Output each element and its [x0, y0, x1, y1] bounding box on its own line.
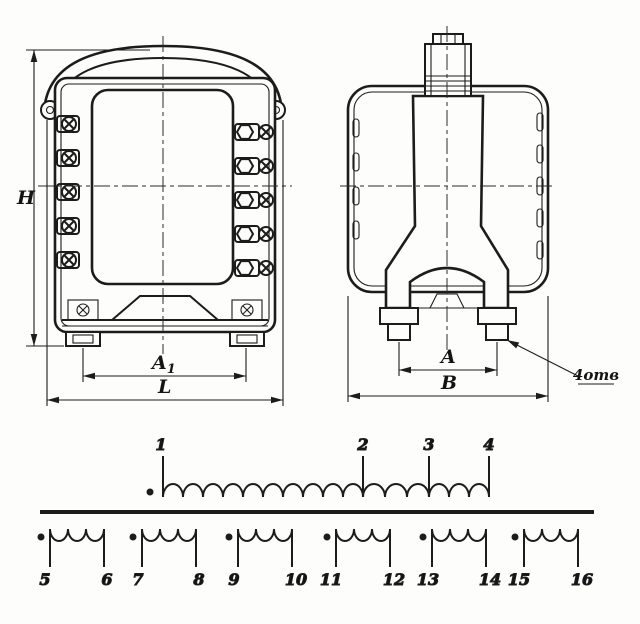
secondary-terminal-label: 16: [571, 570, 593, 589]
strap-eyelet-hole-left: [45, 105, 55, 115]
phase-dot-primary: [146, 488, 154, 496]
secondary-terminal-label: 15: [508, 570, 530, 589]
foot-slot-front-right: [236, 334, 258, 344]
secondary-terminal-label: 11: [320, 570, 342, 589]
dim-A1-label: A1: [150, 352, 176, 377]
dim-B-label: B: [440, 372, 457, 394]
secondary-terminal-label: 9: [228, 570, 239, 589]
clamp-screw-right: [240, 303, 254, 317]
lamination-slots-left: [352, 118, 360, 240]
primary-tap-label: 2: [356, 435, 368, 454]
secondary-terminal-label: 13: [417, 570, 439, 589]
terminal-block-cap: [432, 33, 464, 45]
secondary-winding-1: [37, 528, 105, 567]
secondary-winding-4: [323, 528, 391, 567]
phase-dot: [37, 533, 45, 541]
secondary-terminal-label: 14: [479, 570, 501, 589]
foot-side-left: [379, 307, 419, 325]
primary-winding: [162, 483, 490, 498]
winding-schematic: 1 2 3 4: [37, 435, 594, 590]
secondary-terminal-label: 8: [192, 570, 204, 589]
clamp-corner-right: [231, 299, 263, 321]
terminal-block-hatch: [426, 75, 470, 92]
phase-dot: [511, 533, 519, 541]
clamp-corner-left: [67, 299, 99, 321]
clamp-screw-left: [76, 303, 90, 317]
secondary-winding-6: [511, 528, 579, 567]
primary-tap-label: 3: [423, 435, 434, 454]
holes-note-label: 4отв: [573, 366, 619, 384]
front-view-dimensions: H A1 L: [16, 49, 284, 406]
foot-tab-side-right: [485, 323, 509, 341]
phase-dot: [419, 533, 427, 541]
foot-slot-front-left: [72, 334, 94, 344]
phase-dot: [323, 533, 331, 541]
side-view-dimensions: A B 4отв: [347, 296, 619, 402]
secondary-terminal-label: 5: [39, 570, 50, 589]
dim-A-label: A: [439, 346, 456, 368]
secondary-winding-2: [129, 528, 197, 567]
dim-L-label: L: [157, 376, 171, 398]
secondary-winding-5: [419, 528, 487, 567]
secondary-terminal-label: 7: [132, 570, 143, 589]
secondary-terminal-label: 12: [383, 570, 405, 589]
side-view: [340, 26, 556, 354]
foot-side-right: [477, 307, 517, 325]
dim-H-label: H: [16, 187, 36, 209]
secondary-terminal-label: 10: [285, 570, 307, 589]
foot-front-right: [229, 331, 265, 347]
terminal-block: [424, 43, 472, 97]
secondary-winding-3: [225, 528, 293, 567]
primary-tap-label: 4: [483, 435, 494, 454]
center-wedge: [429, 293, 465, 309]
foot-front-left: [65, 331, 101, 347]
phase-dot: [225, 533, 233, 541]
phase-dot: [129, 533, 137, 541]
clamp-trapezoid: [111, 295, 219, 321]
secondary-terminal-label: 6: [101, 570, 112, 589]
primary-tap-label: 1: [155, 435, 166, 454]
foot-tab-side-left: [387, 323, 411, 341]
front-view: [38, 36, 292, 354]
